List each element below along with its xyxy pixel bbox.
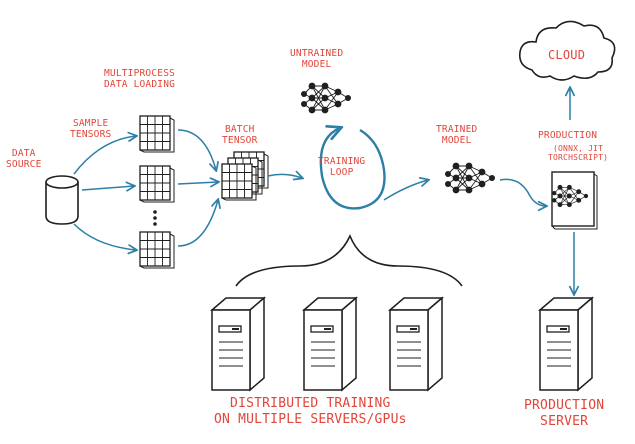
data-source-label: DATA SOURCE	[6, 148, 42, 170]
multiprocess-label: MULTIPROCESS DATA LOADING	[104, 68, 176, 90]
arrow-db-to-tensor-2	[81, 186, 134, 190]
arrow-loop-to-trained	[383, 180, 428, 201]
tensor-grid-icon	[139, 165, 175, 203]
cloud-label: CLOUD	[548, 48, 586, 62]
arrow-batch-to-loop	[267, 174, 302, 178]
production-sub-label: (ONNX, JIT TORCHSCRIPT)	[548, 144, 609, 162]
neural-network-icon	[444, 162, 496, 194]
arrow-db-to-tensor-3	[73, 223, 136, 250]
server-tower-icon	[303, 297, 357, 391]
distributed-training-label: DISTRIBUTED TRAINING ON MULTIPLE SERVERS…	[214, 396, 407, 427]
server-tower-icon	[539, 297, 593, 391]
database-icon	[45, 175, 79, 225]
batch-tensor-label: BATCH TENSOR	[222, 124, 258, 146]
ellipsis-dots	[153, 210, 157, 226]
arrow-tensor-to-batch-3	[177, 200, 218, 247]
arrow-trained-to-production	[499, 178, 546, 206]
production-label: PRODUCTION	[538, 130, 598, 141]
trained-model-label: TRAINED MODEL	[436, 124, 478, 146]
tensor-grid-icon	[139, 231, 175, 269]
tensor-grid-icon	[139, 115, 175, 153]
brace	[235, 233, 463, 287]
training-loop-label: TRAINING LOOP	[318, 156, 366, 178]
production-server-label: PRODUCTION SERVER	[524, 398, 605, 429]
arrow-tensor-to-batch-1	[177, 129, 216, 170]
untrained-model-label: UNTRAINED MODEL	[290, 48, 344, 70]
batch-tensor-icon	[221, 151, 269, 201]
arrow-db-to-tensor-1	[73, 136, 136, 175]
server-tower-icon	[211, 297, 265, 391]
sample-tensors-label: SAMPLE TENSORS	[70, 118, 112, 140]
neural-network-icon	[300, 82, 352, 114]
training-loop-arrow	[319, 128, 386, 210]
cloud-icon	[518, 20, 616, 81]
production-model-box	[551, 171, 598, 230]
arrow-tensor-to-batch-2	[177, 182, 218, 184]
server-tower-icon	[389, 297, 443, 391]
